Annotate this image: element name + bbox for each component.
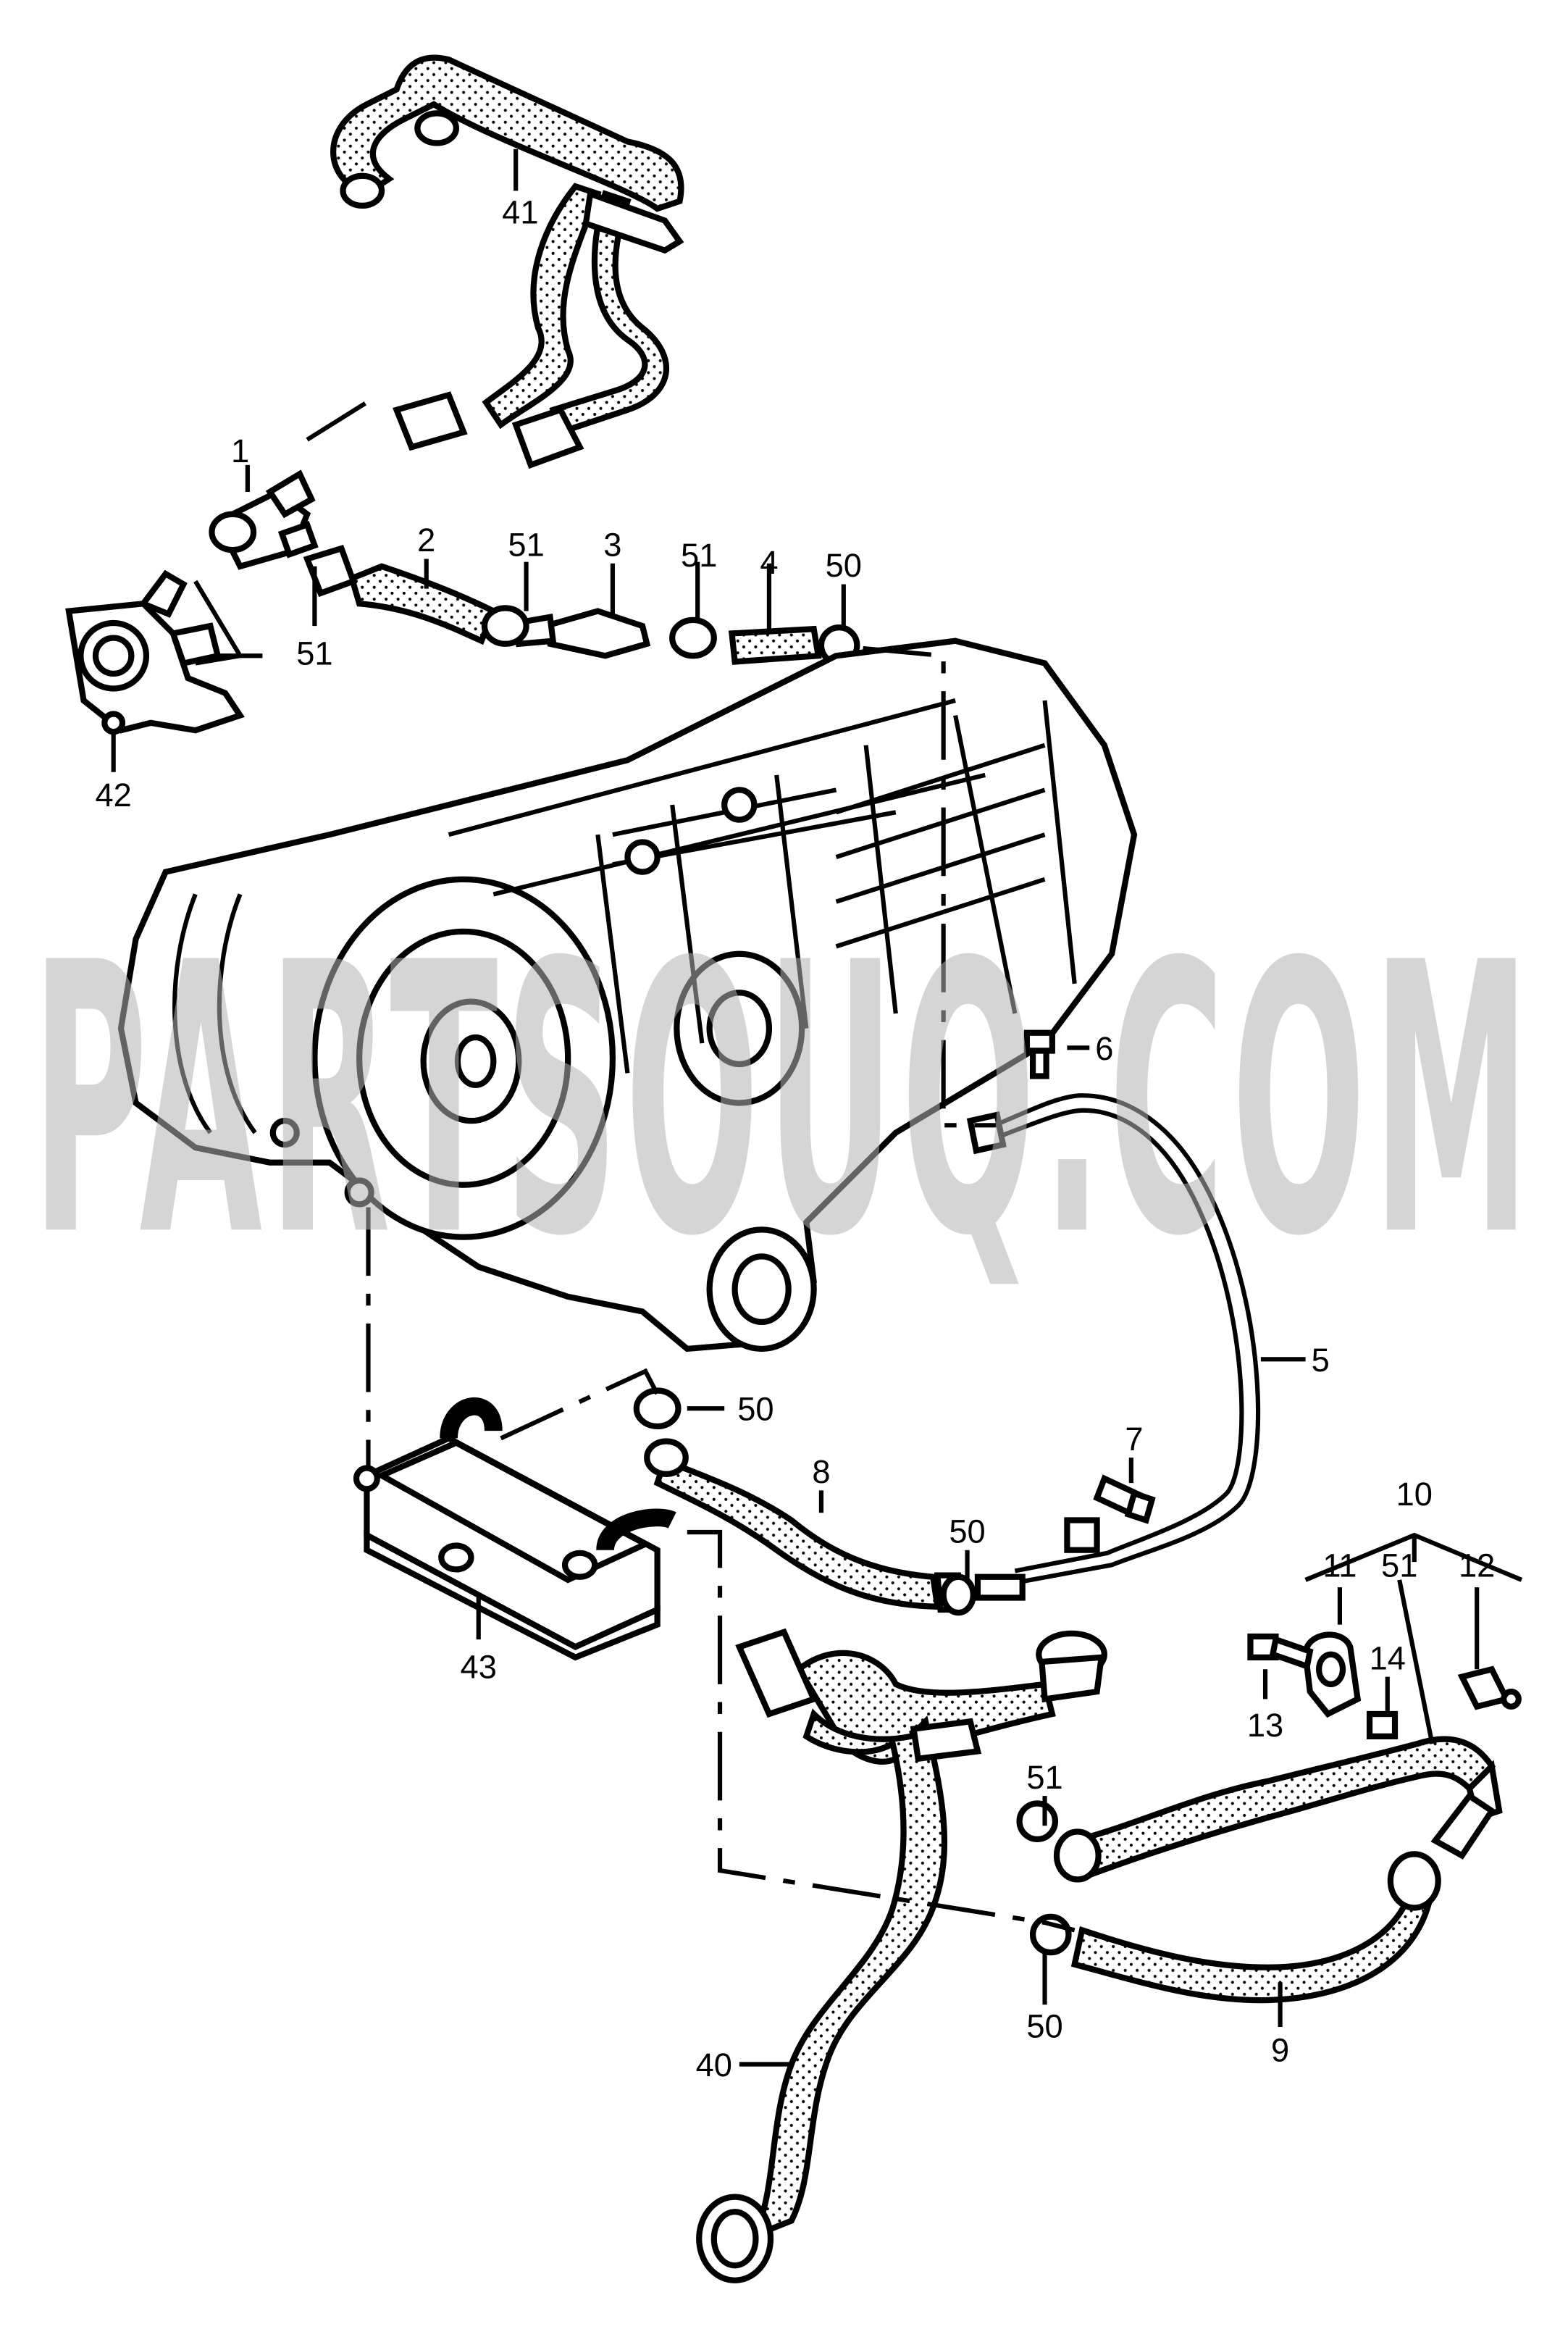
callout-6: 6 — [1095, 1030, 1113, 1067]
callout-8: 8 — [812, 1453, 830, 1490]
leader-1-42 — [193, 580, 263, 666]
assembly-lines — [306, 400, 1076, 1933]
callout-43: 43 — [461, 1649, 497, 1686]
callout-41: 41 — [502, 194, 538, 231]
hose-8 — [633, 1387, 1026, 1613]
callout-13: 13 — [1247, 1707, 1283, 1744]
leader-lines — [111, 149, 1523, 2067]
callout-51-c: 51 — [296, 635, 332, 672]
clamps-lower — [940, 1573, 1072, 1956]
bracket-11 — [1302, 1631, 1362, 1718]
callout-50-d: 50 — [1026, 2007, 1062, 2044]
valve-3 — [512, 608, 651, 659]
bolt-6 — [1023, 1029, 1055, 1079]
hose-9 — [1070, 1792, 1496, 2004]
callout-51-b: 51 — [681, 537, 717, 574]
watermark: PARTSOUQ.COM — [32, 885, 1537, 1318]
valve-1 — [209, 469, 319, 570]
callout-51-e: 51 — [1026, 1759, 1062, 1796]
clip-12 — [1457, 1665, 1522, 1710]
transmission — [117, 637, 1138, 1353]
callout-42: 42 — [95, 777, 131, 814]
callout-labels: 1 2 51 3 51 4 50 51 41 42 6 5 50 7 8 50 … — [95, 194, 1495, 2083]
callout-40: 40 — [696, 2047, 732, 2083]
oil-cooler-43 — [353, 1397, 676, 1661]
nut-14 — [1366, 1710, 1399, 1739]
callout-7: 7 — [1125, 1421, 1143, 1458]
bolt-7 — [1093, 1474, 1156, 1524]
callout-50-c: 50 — [949, 1513, 985, 1550]
callout-2: 2 — [417, 522, 435, 559]
callout-12: 12 — [1459, 1547, 1495, 1584]
callout-1: 1 — [231, 432, 249, 469]
callout-10: 10 — [1396, 1476, 1433, 1513]
bolt-13 — [1247, 1633, 1314, 1671]
callout-4: 4 — [760, 544, 778, 581]
callout-11: 11 — [1322, 1547, 1357, 1584]
callout-5: 5 — [1312, 1342, 1330, 1379]
hose-41 — [330, 54, 684, 469]
callout-50-a: 50 — [826, 547, 862, 584]
callout-50-b: 50 — [737, 1391, 773, 1428]
callout-3: 3 — [603, 526, 621, 563]
hose-40 — [696, 1628, 1107, 2283]
hose-2 — [303, 545, 498, 645]
callout-51-a: 51 — [508, 526, 544, 563]
callout-14: 14 — [1370, 1639, 1406, 1676]
callout-51-d: 51 — [1381, 1547, 1417, 1584]
hose-10 — [1053, 1736, 1503, 1883]
callout-9: 9 — [1271, 2031, 1289, 2068]
flange-42 — [65, 569, 245, 735]
hose-4 — [728, 625, 822, 665]
